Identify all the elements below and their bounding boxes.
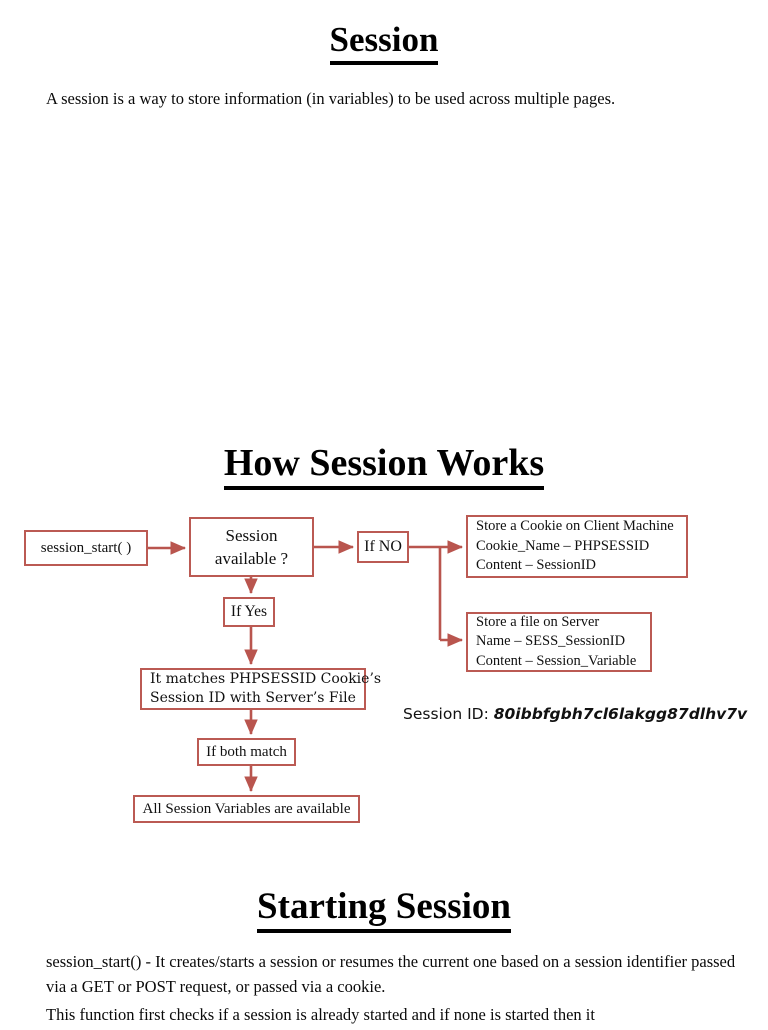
section-heading-starting-text: Starting Session <box>257 885 511 933</box>
flow-node-store-cookie[interactable]: Store a Cookie on Client Machine Cookie_… <box>466 515 688 578</box>
page-title-text: Session <box>329 20 439 65</box>
flow-node-all-session-variables[interactable]: All Session Variables are available <box>133 795 360 823</box>
starting-session-body: session_start() - It creates/starts a se… <box>46 949 736 1030</box>
flow-node-matches-phpsessid-line2: Session ID with Server’s File <box>150 690 356 706</box>
flow-node-if-yes[interactable]: If Yes <box>223 597 275 627</box>
flow-node-store-cookie-line3: Content – SessionID <box>476 557 597 574</box>
flow-node-session-start-label: session_start( ) <box>40 539 132 556</box>
starting-session-paragraph-1: session_start() - It creates/starts a se… <box>46 952 736 996</box>
flow-node-session-available[interactable]: Session available ? <box>189 517 314 577</box>
flow-node-session-start[interactable]: session_start( ) <box>24 530 148 566</box>
flow-node-store-cookie-line1: Store a Cookie on Client Machine <box>476 518 674 535</box>
session-id-line: Session ID: 80ibbfgbh7cl6lakgg87dlhv7v <box>403 705 747 723</box>
flow-node-store-cookie-line2: Cookie_Name – PHPSESSID <box>476 537 650 554</box>
section-heading-how-text: How Session Works <box>223 441 545 490</box>
flow-node-if-yes-label: If Yes <box>230 603 268 620</box>
section-heading-starting-session: Starting Session <box>0 885 768 933</box>
flow-node-if-both-match[interactable]: If both match <box>197 738 296 766</box>
flow-node-session-available-line2: available ? <box>214 549 289 568</box>
flow-node-store-server-file-line3: Content – Session_Variable <box>476 652 637 669</box>
intro-paragraph: A session is a way to store information … <box>46 89 616 108</box>
session-id-value: 80ibbfgbh7cl6lakgg87dlhv7v <box>493 705 748 723</box>
flow-node-all-session-variables-label: All Session Variables are available <box>142 800 351 817</box>
flow-node-if-no-label: If NO <box>364 538 402 555</box>
flow-node-store-server-file-line2: Name – SESS_SessionID <box>476 633 626 650</box>
flow-node-matches-phpsessid[interactable]: It matches PHPSESSID Cookie’s Session ID… <box>140 668 381 710</box>
session-id-label: Session ID: <box>403 705 494 723</box>
flow-node-store-server-file-line1: Store a file on Server <box>476 613 600 630</box>
section-heading-how-session-works: How Session Works <box>0 441 768 490</box>
flow-node-matches-phpsessid-line1: It matches PHPSESSID Cookie’s <box>150 671 382 687</box>
flow-node-if-no[interactable]: If NO <box>357 531 409 563</box>
flow-node-store-server-file[interactable]: Store a file on Server Name – SESS_Sessi… <box>466 612 652 672</box>
page-title: Session <box>0 20 768 65</box>
starting-session-paragraph-2: This function first checks if a session … <box>46 1005 595 1024</box>
flow-node-session-available-line1: Session <box>225 526 278 545</box>
flow-node-if-both-match-label: If both match <box>206 743 287 760</box>
